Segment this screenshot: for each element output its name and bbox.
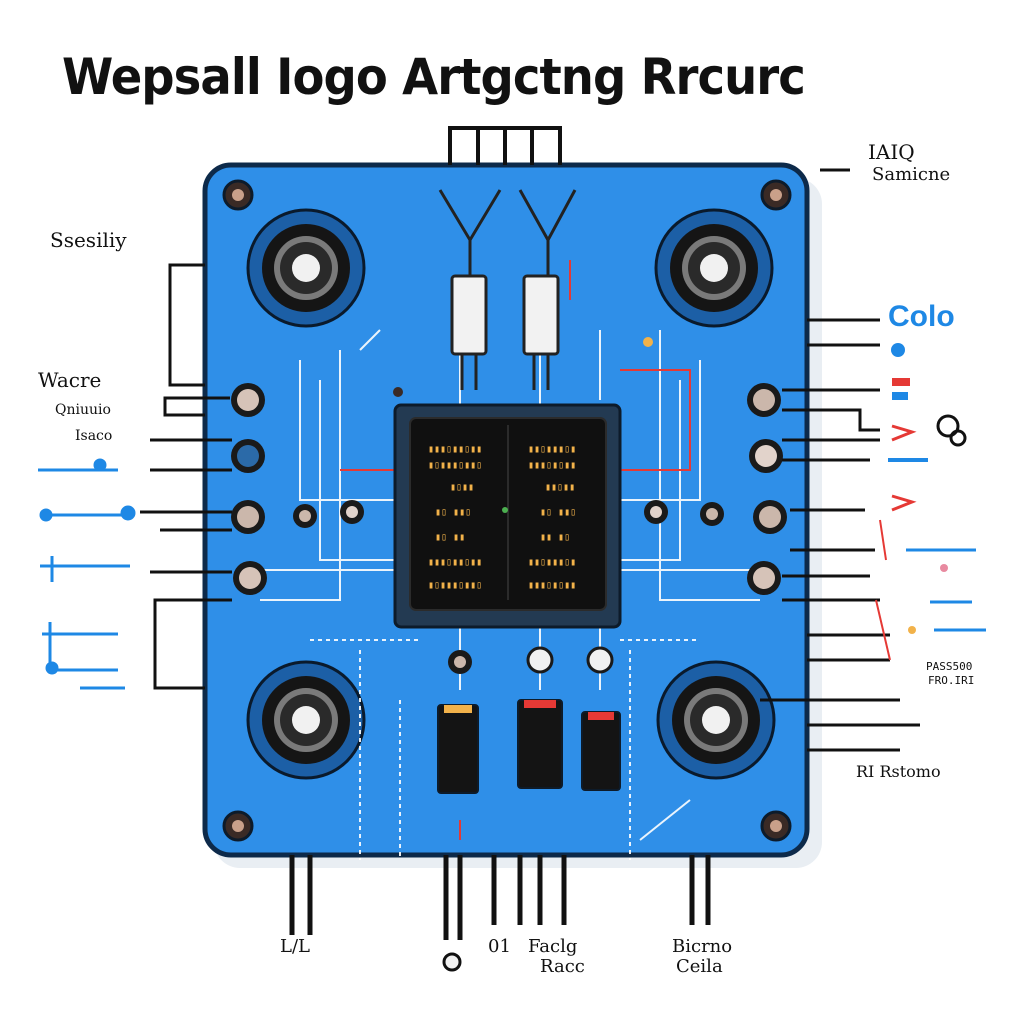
led-icon: [393, 337, 653, 513]
svg-text:▮▮▮▯▮▮▯▮▮: ▮▮▮▯▮▮▯▮▮: [428, 557, 482, 568]
top-connector: [448, 126, 562, 165]
label-top-right-1: IAIQ: [868, 140, 915, 164]
resistor-icon: [438, 189, 577, 390]
screw-hole-icon: [222, 179, 792, 842]
svg-text:▮▮▯▮▮▮▯▮: ▮▮▯▮▮▮▯▮: [528, 444, 576, 455]
label-left-4: Isaco: [75, 428, 113, 444]
label-bottom-6: Ceila: [676, 956, 723, 977]
svg-text:▮▮▯▮▮▮▯▮: ▮▮▯▮▮▮▯▮: [528, 557, 576, 568]
diagram-title: Wepsall Iogo Artgctng Rrcurc: [62, 48, 806, 106]
left-wires: [140, 263, 232, 690]
svg-text:▮▯▮▮▮▯▮▮▯: ▮▯▮▮▮▯▮▮▯: [428, 580, 482, 591]
svg-text:▮▯ ▮▮▯: ▮▯ ▮▮▯: [540, 507, 576, 518]
svg-text:▮▮▯▮▮: ▮▮▯▮▮: [545, 482, 575, 493]
label-bottom-5: Bicrno: [672, 936, 733, 957]
label-bottom-2: 01: [488, 936, 511, 957]
chip-readout: ▮▮▮▯▮▮▯▮▮ ▮▮▯▮▮▮▯▮ ▮▯▮▮▮▯▮▮▯ ▮▮▮▯▮▯▮▮ ▮▯▮▮…: [428, 444, 576, 591]
main-chip: [393, 403, 622, 629]
svg-text:▮▮ ▮▯: ▮▮ ▮▯: [540, 532, 570, 543]
svg-text:▮▯ ▮▮▯: ▮▯ ▮▮▯: [435, 507, 471, 518]
bottom-wires: [289, 855, 711, 972]
label-right-bottom: RI Rstomo: [856, 762, 941, 781]
svg-text:▮▮▮▯▮▮▯▮▮: ▮▮▮▯▮▮▯▮▮: [428, 444, 482, 455]
label-bottom-4: Racc: [540, 956, 585, 977]
label-right-small-2: FRO.IRI: [928, 674, 975, 687]
svg-text:▮▯ ▮▮: ▮▯ ▮▮: [435, 532, 465, 543]
svg-text:▮▯▮▮▮▯▮▮▯: ▮▯▮▮▮▯▮▮▯: [428, 460, 482, 471]
label-left-3: Qniuuio: [55, 402, 111, 418]
label-bottom-3: Faclg: [528, 936, 578, 957]
svg-text:▮▯▮▮: ▮▯▮▮: [450, 482, 474, 493]
speaker-icon: [246, 208, 776, 780]
label-right-small-1: PASS500: [926, 660, 973, 673]
right-blue-annotations: [875, 343, 986, 661]
label-left-2: Wacre: [38, 368, 102, 392]
right-wires: [760, 168, 920, 752]
label-left-1: Ssesiliy: [50, 228, 127, 252]
svg-text:▮▮▮▯▮▯▮▮: ▮▮▮▯▮▯▮▮: [528, 580, 576, 591]
left-blue-annotations: [38, 458, 136, 690]
knob-icon: [231, 383, 787, 674]
label-top-right-2: Samicne: [872, 164, 951, 185]
label-right-blue: Colo: [888, 300, 955, 333]
svg-text:▮▮▮▯▮▯▮▮: ▮▮▮▯▮▯▮▮: [528, 460, 576, 471]
label-bottom-1: L/L: [280, 936, 310, 957]
capacitor-icon: [437, 699, 621, 794]
